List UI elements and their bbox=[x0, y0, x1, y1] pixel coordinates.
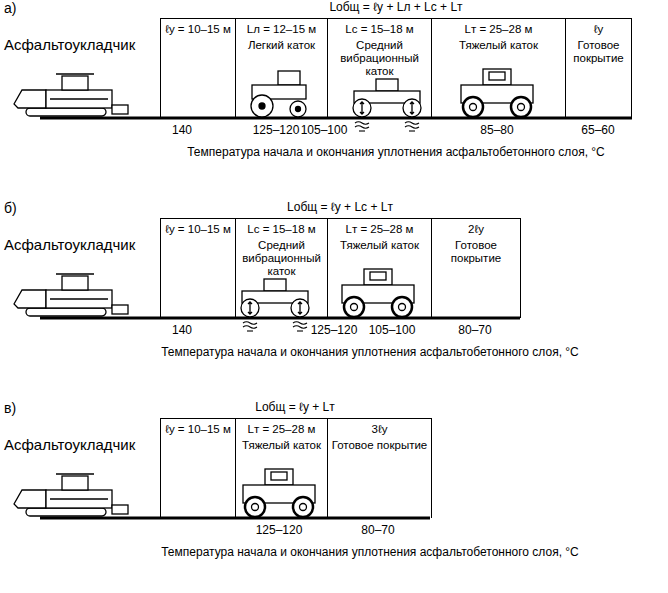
paver-symbol bbox=[14, 274, 128, 316]
roller-zone-cell: Lт = 25–28 м Тяжелый каток bbox=[327, 218, 432, 318]
vibration-symbol bbox=[355, 122, 369, 131]
length-formula: Lобщ = ℓу + Lл + Lс + Lт bbox=[329, 1, 462, 15]
zone-name: Тяжелый каток bbox=[459, 39, 538, 52]
zone-name: Средний вибрационный каток bbox=[239, 239, 324, 278]
length-formula: Lобщ = ℓу + Lс + Lт bbox=[287, 201, 393, 215]
roller-zone-cell: 2ℓуГотовое покрытие bbox=[431, 218, 521, 318]
roller-zone-cell: ℓуГотовое покрытие bbox=[565, 18, 632, 118]
zone-length: ℓу bbox=[594, 22, 603, 36]
zone-length: 2ℓу bbox=[468, 222, 484, 236]
roller-zone-cell: Lс = 15–18 м Средний вибрационный каток bbox=[327, 18, 432, 118]
heavy-roller bbox=[342, 269, 414, 317]
zone-name: Средний вибрационный каток bbox=[331, 39, 428, 78]
zone-length: Lт = 25–28 м bbox=[465, 22, 533, 36]
zone-name: Тяжелый каток bbox=[340, 239, 419, 252]
zone-length: Lл = 12–15 м bbox=[247, 22, 316, 36]
vibration-symbol bbox=[293, 322, 307, 331]
temperature: 140 bbox=[172, 324, 192, 338]
zone-name: Легкий каток bbox=[248, 39, 315, 52]
vibratory-roller bbox=[241, 279, 309, 317]
vibration-symbol bbox=[405, 122, 419, 131]
temperature: 80–70 bbox=[458, 324, 491, 338]
zone-length: Lт = 25–28 м bbox=[248, 422, 316, 436]
axis-caption: Температура начала и окончания уплотнени… bbox=[161, 346, 579, 360]
panel-letter: б) bbox=[4, 200, 17, 216]
zone-length: 3ℓу bbox=[372, 422, 388, 436]
temperature: 65–60 bbox=[581, 124, 614, 138]
temperature: 125–120 bbox=[256, 524, 303, 538]
zone-length: Lт = 25–28 м bbox=[346, 222, 414, 236]
roller-zone-cell: 3ℓуГотовое покрытие bbox=[327, 418, 432, 518]
zone-name: Готовое покрытие bbox=[435, 239, 517, 265]
temperature: 105–100 bbox=[301, 124, 348, 138]
heavy-roller bbox=[461, 69, 533, 117]
temperature: 140 bbox=[172, 124, 192, 138]
zone-length: Lс = 15–18 м bbox=[345, 22, 413, 36]
zone-cell: ℓу = 10–15 м bbox=[160, 418, 236, 518]
temperature: 85–80 bbox=[480, 124, 513, 138]
paver-symbol bbox=[14, 474, 128, 516]
machine-name: Асфальтоукладчик bbox=[4, 36, 135, 53]
vibratory-roller bbox=[353, 79, 421, 117]
temperature: 125–120 bbox=[253, 124, 300, 138]
paver-symbol bbox=[14, 74, 128, 116]
zone-length: Lс = 15–18 м bbox=[247, 222, 315, 236]
axis-caption: Температура начала и окончания уплотнени… bbox=[187, 146, 605, 160]
roller-zone-cell: Lт = 25–28 м Тяжелый каток bbox=[431, 18, 566, 118]
machine-name: Асфальтоукладчик bbox=[4, 236, 135, 253]
zone-length: ℓу = 10–15 м bbox=[165, 22, 231, 36]
zone-cell: ℓу = 10–15 м bbox=[160, 218, 236, 318]
zone-name: Готовое покрытие bbox=[569, 39, 628, 65]
ground-line bbox=[40, 317, 520, 320]
roller-zone-cell: Lс = 15–18 м Средний вибрационный каток bbox=[235, 218, 328, 318]
roller-zone-cell: Lл = 12–15 м Легкий каток bbox=[235, 18, 328, 118]
zone-cell: ℓу = 10–15 м bbox=[160, 18, 236, 118]
zone-length: ℓу = 10–15 м bbox=[165, 222, 231, 236]
zone-length: ℓу = 10–15 м bbox=[165, 422, 231, 436]
temperature: 125–120 bbox=[311, 324, 358, 338]
zone-name: Готовое покрытие bbox=[332, 439, 428, 452]
ground-line bbox=[40, 117, 632, 120]
heavy-roller bbox=[243, 469, 315, 517]
zone-name: Тяжелый каток bbox=[242, 439, 321, 452]
panel-letter: в) bbox=[4, 400, 16, 416]
roller-zone-cell: Lт = 25–28 м Тяжелый каток bbox=[235, 418, 328, 518]
vibration-symbol bbox=[243, 322, 257, 331]
length-formula: Lобщ = ℓу + Lт bbox=[255, 401, 335, 415]
temperature: 80–70 bbox=[361, 524, 394, 538]
light-roller bbox=[251, 71, 306, 117]
temperature: 105–100 bbox=[369, 324, 416, 338]
panel-letter: а) bbox=[4, 0, 16, 16]
axis-caption: Температура начала и окончания уплотнени… bbox=[161, 546, 579, 560]
machine-name: Асфальтоукладчик bbox=[4, 436, 135, 453]
